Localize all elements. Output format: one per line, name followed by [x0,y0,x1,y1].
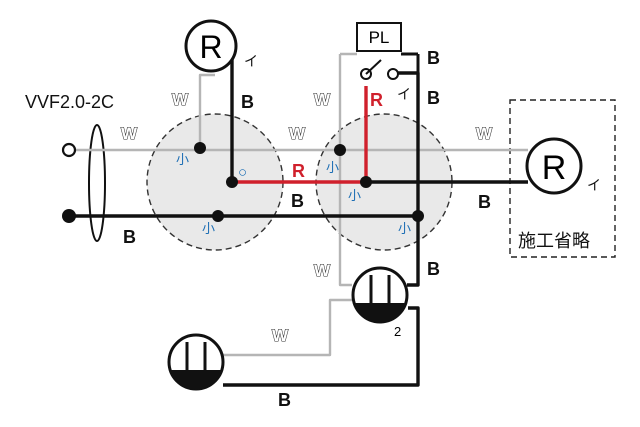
black-wire-outlet-bottom [223,306,420,387]
wire-label-black: B [123,227,136,247]
white-wire-outlet-bottom [223,298,352,357]
lamp-2: R [525,137,583,195]
white-wire-lamp1 [198,73,215,148]
connection-dot [194,142,206,154]
wire-label-black: B [241,92,254,112]
cable-bundle-mark [88,124,106,242]
sleeve-label-right-bottom: 小 [398,221,411,236]
lamp-1-marker: イ [244,53,258,69]
wire-label-white: W [272,326,289,345]
pilot-lamp-label: PL [369,28,390,47]
switch-symbol [360,59,399,80]
wire-label-white: W [172,90,189,109]
switch-marker: イ [397,86,411,102]
connection-dot [360,176,372,188]
lamp-1-symbol: R [199,29,222,65]
source-terminal-white [61,142,77,158]
connection-dot [212,210,224,222]
connection-dot [226,176,238,188]
wire-label-black: B [427,88,440,108]
sleeve-ring-label: ○ [238,164,247,181]
connection-dot [412,210,424,222]
outlet-count-label: 2 [394,324,401,339]
black-wire-switch [396,71,420,287]
omitted-note: 施工省略 [518,231,590,251]
wire-label-white: W [121,124,138,143]
lamp-2-marker: イ [587,177,601,193]
omitted-area-box [509,99,616,258]
cable-label: VVF2.0-2C [25,92,114,112]
wire-label-black: B [478,192,491,212]
sleeve-label-right-mid: 小 [348,188,361,203]
wire-label-black: B [427,48,440,68]
wire-label-white: W [476,124,493,143]
wire-label-white: W [314,90,331,109]
wire-label-black: B [278,390,291,410]
wire-label-white: W [314,261,331,280]
wire-label-red: R [292,161,305,181]
pilot-lamp-box [356,22,402,52]
sleeve-label-left-bottom: 小 [202,221,215,236]
wire-label-black: B [427,259,440,279]
outlet-1 [351,266,409,324]
white-wire-outlet-top [338,150,352,287]
outlet-2 [167,333,225,391]
source-terminal-black [62,209,76,223]
wire-label-white: W [289,124,306,143]
sleeve-label-right-top: 小 [326,160,339,175]
lamp-2-symbol: R [542,149,567,187]
connection-dot [334,144,346,156]
sleeve-label-left-top: 小 [176,152,189,167]
wire-label-red: R [370,90,383,110]
lamp-1: R [184,19,238,73]
wire-label-black: B [291,191,304,211]
